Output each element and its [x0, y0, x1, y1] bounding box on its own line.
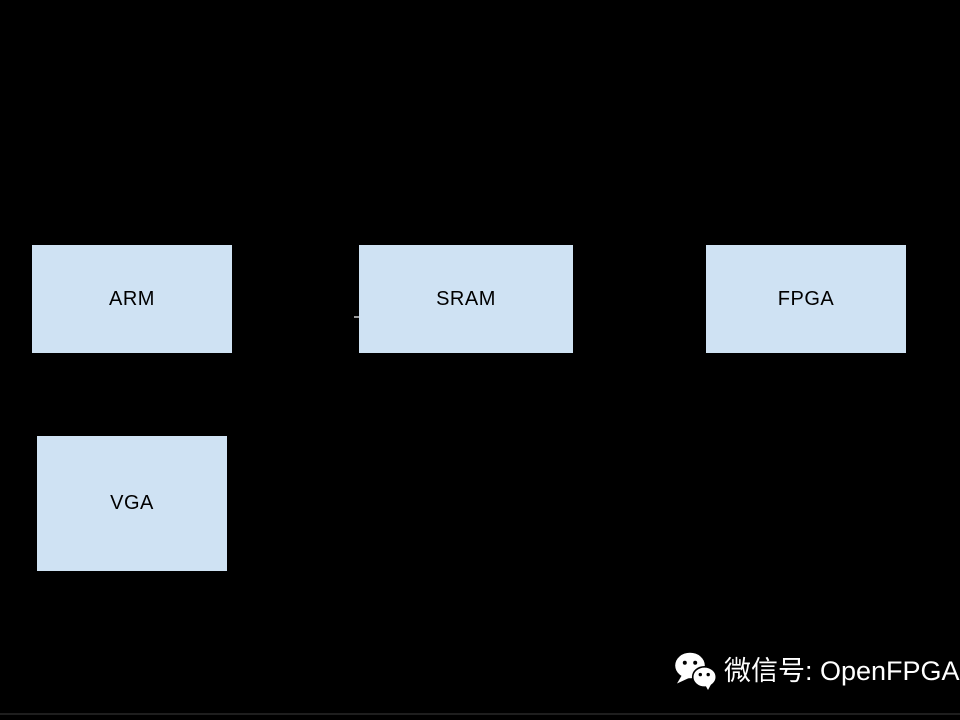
block-arm-label: ARM	[109, 287, 155, 310]
bottom-divider	[0, 713, 960, 715]
block-fpga: FPGA	[706, 245, 906, 353]
block-sram: SRAM	[359, 245, 573, 353]
watermark: 微信号: OpenFPGA	[674, 649, 960, 693]
block-vga: VGA	[37, 436, 227, 571]
block-fpga-label: FPGA	[777, 287, 835, 310]
wechat-icon	[674, 652, 717, 690]
block-sram-label: SRAM	[436, 287, 496, 310]
block-arm: ARM	[32, 245, 232, 353]
watermark-text: 微信号: OpenFPGA	[724, 656, 960, 686]
stray-connector-tick	[354, 316, 359, 318]
block-vga-label: VGA	[110, 492, 154, 514]
